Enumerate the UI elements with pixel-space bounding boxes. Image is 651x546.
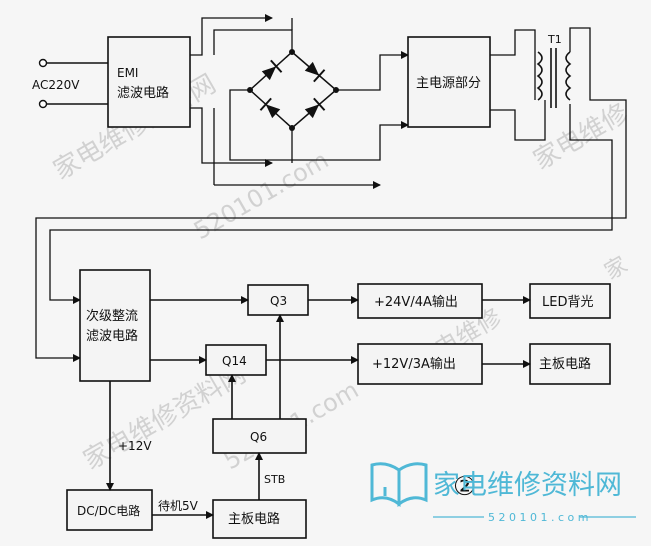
transformer-label: T1	[547, 33, 562, 46]
secondary-feed-wires	[35, 27, 627, 362]
svg-text:家电维修: 家电维修	[529, 98, 634, 176]
bridge-wires	[229, 18, 409, 163]
logo-title: 家电维修资料网	[433, 470, 622, 501]
stb-label: STB	[264, 473, 285, 486]
bridge-rectifier	[247, 49, 339, 131]
q3-label: Q3	[270, 294, 287, 308]
dcdc-block	[66, 489, 153, 531]
q14-switch-block	[205, 344, 267, 376]
plus12v-label: +12V	[118, 439, 152, 453]
emi-filter-block	[107, 36, 191, 128]
led-backlight-block	[529, 283, 611, 319]
site-logo: 家电维修资料网 5 2 0 1 0 1 . c o m	[370, 462, 636, 524]
secondary-label-line2: 滤波电路	[86, 328, 138, 344]
led-backlight-label: LED背光	[542, 295, 593, 310]
output-12v-label: +12V/3A输出	[372, 356, 456, 372]
output-12v-block	[357, 343, 483, 385]
dcdc-label: DC/DC电路	[77, 503, 140, 518]
emi-label-line2: 滤波电路	[117, 85, 169, 101]
q14-label: Q14	[222, 354, 247, 368]
book-icon	[370, 462, 428, 508]
mainboard-right-label: 主板电路	[539, 356, 591, 372]
standby5v-label: 待机5V	[158, 499, 199, 513]
q6-switch-block	[212, 418, 307, 454]
main-power-block	[407, 36, 491, 128]
power-to-transformer-wires	[490, 29, 546, 141]
secondary-rectifier-block	[79, 269, 151, 382]
main-power-label: 主电源部分	[416, 76, 481, 91]
mainboard-bottom-label: 主板电路	[228, 511, 280, 527]
emi-to-bridge-wires	[190, 14, 381, 189]
q6-label: Q6	[250, 430, 267, 444]
output-24v-label: +24V/4A输出	[374, 294, 458, 310]
ac-input-label: AC220V	[32, 78, 80, 92]
secondary-label-line1: 次级整流	[86, 308, 138, 324]
emi-label-line1: EMI	[117, 66, 138, 80]
logo-url: 5 2 0 1 0 1 . c o m	[488, 511, 588, 524]
transformer-t1	[536, 48, 572, 108]
ac-input-terminals	[38, 58, 108, 109]
figure-number: ②	[453, 472, 476, 502]
output-wires	[106, 296, 531, 519]
svg-text:家: 家	[601, 253, 633, 286]
